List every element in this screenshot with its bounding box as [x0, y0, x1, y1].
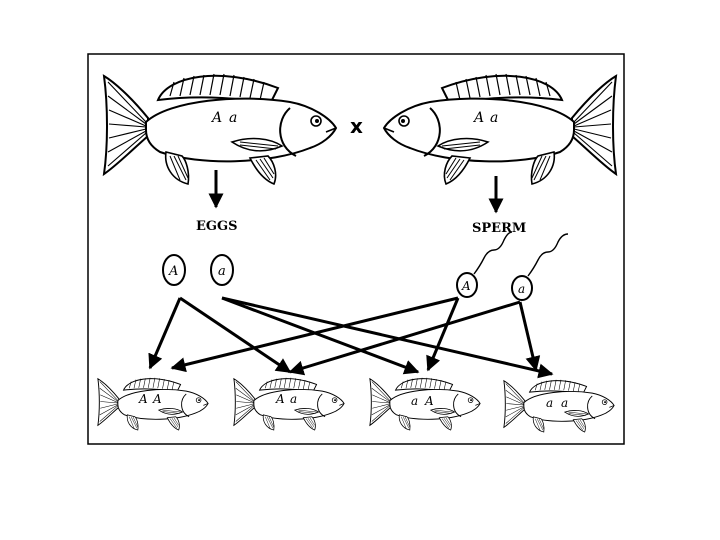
- gamete-to-offspring-lines: [148, 296, 554, 379]
- sperm-a-to-offspring-2: [288, 300, 521, 376]
- egg-allele: A: [168, 264, 178, 279]
- sperm-gamete: A: [456, 231, 513, 298]
- offspring-fish: a A: [369, 377, 481, 431]
- eggs-label: EGGS: [196, 219, 238, 234]
- egg-A-to-offspring-2: [179, 296, 292, 374]
- male-genotype-allele-2: a: [490, 110, 498, 126]
- offspring-allele-1: a: [546, 396, 553, 410]
- sperm-gamete: a: [511, 233, 569, 301]
- offspring-allele-2: A: [424, 394, 434, 408]
- male-genotype-allele-1: A: [472, 110, 484, 126]
- female-genotype-allele-2: a: [229, 110, 237, 126]
- egg-gamete: A: [162, 254, 186, 286]
- offspring-allele-1: A: [275, 392, 285, 406]
- offspring-fish: A A: [97, 377, 209, 431]
- sperm-A-to-offspring-1: [170, 296, 459, 373]
- egg-a-to-offspring-4: [221, 296, 554, 379]
- female-parent-fish: A a: [103, 73, 337, 185]
- sperm-allele: a: [518, 282, 525, 296]
- sperm-label: SPERM: [472, 221, 526, 236]
- male-parent-fish: A a: [383, 73, 617, 185]
- offspring-allele-2: A: [152, 392, 162, 406]
- sperm-a-to-offspring-4: [518, 301, 541, 372]
- egg-allele: a: [218, 264, 226, 279]
- sperm-allele: A: [461, 279, 471, 293]
- offspring-allele-2: a: [561, 396, 568, 410]
- offspring-allele-2: a: [290, 392, 297, 406]
- offspring-allele-1: a: [411, 394, 418, 408]
- female-genotype-allele-1: A: [210, 110, 222, 126]
- egg-A-to-offspring-1: [148, 297, 182, 370]
- offspring-fish: A a: [233, 377, 345, 431]
- sperm-A-to-offspring-3: [426, 297, 460, 372]
- cross-symbol: x: [350, 114, 363, 138]
- offspring-fish: a a: [503, 379, 615, 433]
- egg-gamete: a: [210, 254, 234, 286]
- egg-a-to-offspring-3: [221, 296, 420, 375]
- offspring-allele-1: A: [138, 392, 148, 406]
